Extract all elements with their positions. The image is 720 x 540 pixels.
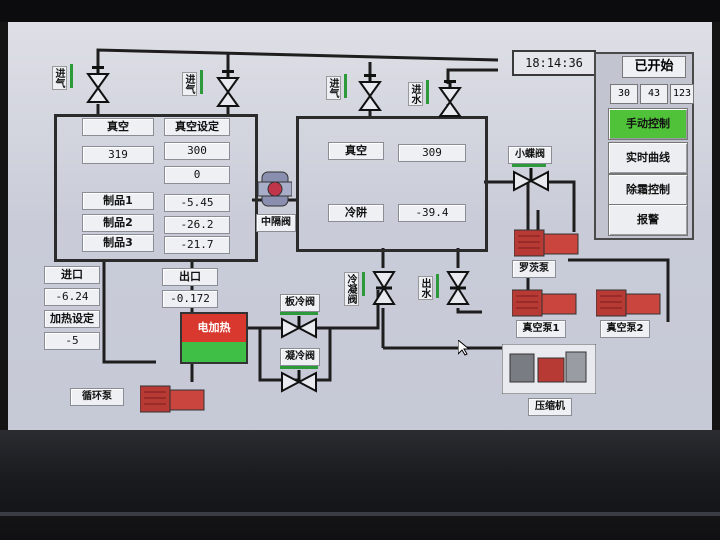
left-chamber-frame bbox=[54, 114, 258, 262]
product1-label: 制品1 bbox=[82, 192, 154, 210]
left-vacuum-value: 319 bbox=[82, 146, 154, 164]
small-butterfly-valve[interactable] bbox=[512, 168, 550, 198]
product1-value: -5.45 bbox=[164, 194, 230, 212]
vent-right-valve[interactable] bbox=[358, 74, 382, 116]
product2-value: -26.2 bbox=[164, 216, 230, 234]
valve-icon bbox=[86, 66, 110, 103]
left-vacuum-label: 真空 bbox=[82, 118, 154, 136]
clock-display: 18:14:36 bbox=[512, 50, 596, 76]
valve-icon bbox=[446, 271, 470, 305]
heater-status-bar bbox=[182, 342, 246, 362]
roots-pump-label: 罗茨泵 bbox=[512, 260, 556, 278]
coil-cold-label: 凝冷阀 bbox=[280, 348, 320, 366]
vacuum-pump-2-label: 真空泵2 bbox=[600, 320, 650, 338]
heat-setpoint-field[interactable]: -5 bbox=[44, 332, 100, 350]
vacuum-setpoint-field[interactable]: 300 bbox=[164, 142, 230, 160]
vent-mid-valve[interactable] bbox=[216, 70, 240, 112]
pump-icon bbox=[139, 385, 205, 413]
vacuum-pump-2[interactable] bbox=[595, 288, 662, 324]
pump-icon bbox=[511, 289, 577, 317]
circulation-pump[interactable] bbox=[139, 384, 206, 420]
valve-icon bbox=[281, 316, 317, 339]
valve-icon bbox=[216, 70, 240, 107]
water-out-valve[interactable] bbox=[446, 270, 470, 312]
cold-valve-label: 冷凝阀 bbox=[344, 272, 359, 306]
water-in-valve[interactable] bbox=[438, 80, 462, 122]
valve-icon bbox=[438, 80, 462, 117]
product2-label: 制品2 bbox=[82, 214, 154, 232]
heat-setpoint-label: 加热设定 bbox=[44, 310, 100, 328]
cold-valve[interactable] bbox=[372, 270, 396, 312]
left-vacuum-setpoint-label: 真空设定 bbox=[164, 118, 230, 136]
middle-valve[interactable] bbox=[257, 170, 293, 214]
compressor-label: 压缩机 bbox=[528, 398, 572, 416]
valve-icon bbox=[372, 271, 396, 305]
monitor-bezel-edge bbox=[0, 512, 720, 516]
product3-value: -21.7 bbox=[164, 236, 230, 254]
cold-trap-value: -39.4 bbox=[398, 204, 466, 222]
pump-icon bbox=[513, 229, 579, 257]
vent-left-label: 进气 bbox=[52, 66, 67, 90]
vacuum-pump-1[interactable] bbox=[511, 288, 578, 324]
compressor[interactable] bbox=[501, 343, 597, 398]
realtime-curve-button[interactable]: 实时曲线 bbox=[608, 142, 688, 174]
outlet-value: -0.172 bbox=[162, 290, 218, 308]
water-out-indicator bbox=[436, 274, 439, 298]
water-in-label: 进水 bbox=[408, 82, 423, 106]
counter-2: 43 bbox=[640, 84, 668, 104]
vent-right-indicator bbox=[344, 74, 347, 98]
valve-icon bbox=[281, 370, 317, 393]
small-butterfly-indicator bbox=[512, 164, 546, 167]
manual-control-button[interactable]: 手动控制 bbox=[608, 108, 688, 140]
coil-cold-indicator bbox=[280, 366, 318, 369]
cold-trap-label: 冷阱 bbox=[328, 204, 384, 222]
circulation-pump-label: 循环泵 bbox=[70, 388, 124, 406]
valve-icon bbox=[513, 168, 549, 192]
inlet-value: -6.24 bbox=[44, 288, 100, 306]
compressor-icon bbox=[501, 343, 597, 395]
monitor-bezel-bottom bbox=[0, 430, 720, 540]
valve-icon bbox=[358, 74, 382, 111]
right-vacuum-label: 真空 bbox=[328, 142, 384, 160]
coil-cold-valve[interactable] bbox=[280, 370, 318, 398]
vent-mid-indicator bbox=[200, 70, 203, 94]
pump-icon bbox=[595, 289, 661, 317]
electric-heater[interactable]: 电加热 bbox=[180, 312, 248, 364]
product3-label: 制品3 bbox=[82, 234, 154, 252]
water-in-indicator bbox=[426, 80, 429, 104]
vent-right-label: 进气 bbox=[326, 76, 341, 100]
alarm-button[interactable]: 报警 bbox=[608, 204, 688, 236]
hmi-screen: 真空 真空设定 319 300 0 制品1 -5.45 制品2 -26.2 制品… bbox=[8, 22, 712, 430]
water-out-label: 出水 bbox=[418, 276, 433, 300]
vacuum-pump-1-label: 真空泵1 bbox=[516, 320, 566, 338]
defrost-control-button[interactable]: 除霜控制 bbox=[608, 174, 688, 206]
run-status-badge: 已开始 bbox=[622, 56, 686, 78]
roots-pump[interactable] bbox=[513, 228, 580, 264]
right-chamber-frame bbox=[296, 116, 488, 252]
middle-valve-label: 中隔阀 bbox=[256, 214, 296, 232]
monitor-bezel-top bbox=[0, 0, 720, 22]
plate-cold-indicator bbox=[280, 312, 318, 315]
counter-3: 123 bbox=[670, 84, 694, 104]
vent-mid-label: 进气 bbox=[182, 72, 197, 96]
right-vacuum-value: 309 bbox=[398, 144, 466, 162]
outlet-label: 出口 bbox=[162, 268, 218, 286]
plate-cold-valve[interactable] bbox=[280, 316, 318, 344]
mouse-cursor-icon bbox=[457, 338, 471, 360]
counter-1: 30 bbox=[610, 84, 638, 104]
plate-cold-label: 板冷阀 bbox=[280, 294, 320, 312]
inlet-label: 进口 bbox=[44, 266, 100, 284]
vent-left-indicator bbox=[70, 64, 73, 88]
vent-left-valve[interactable] bbox=[86, 66, 110, 108]
cold-valve-indicator bbox=[362, 272, 365, 296]
heater-label: 电加热 bbox=[182, 314, 246, 342]
middle-valve-icon bbox=[257, 171, 293, 207]
small-butterfly-label: 小蝶阀 bbox=[508, 146, 552, 164]
zero-value-field[interactable]: 0 bbox=[164, 166, 230, 184]
